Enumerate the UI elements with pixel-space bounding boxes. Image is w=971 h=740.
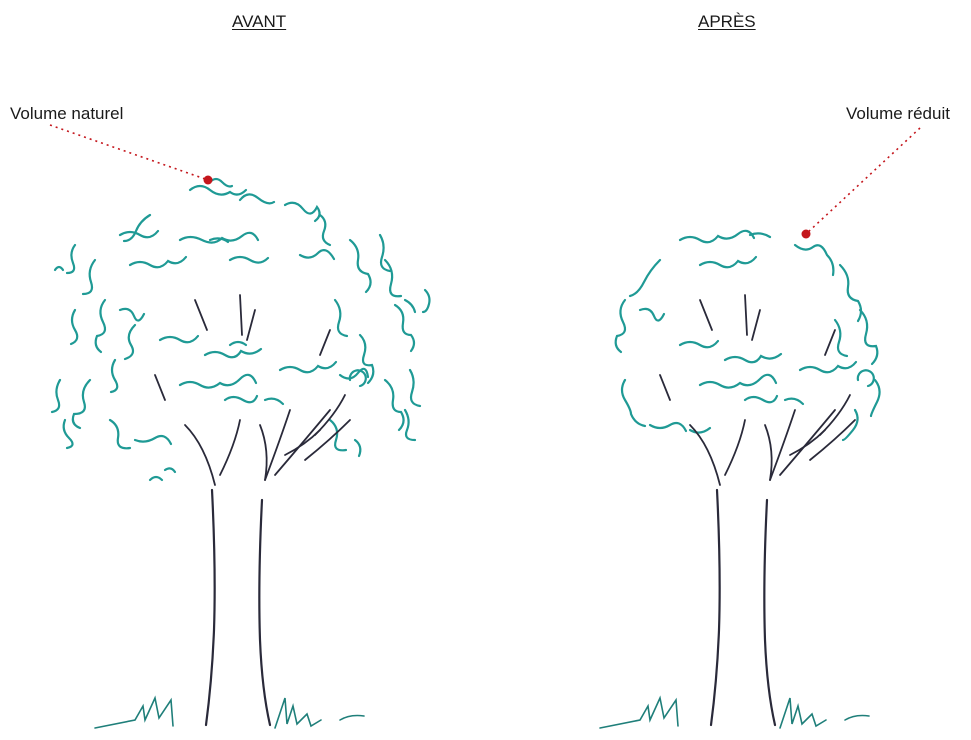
grass-before (95, 698, 364, 728)
leader-natural (50, 125, 213, 185)
leader-reduced (802, 128, 921, 239)
tree-before (50, 125, 430, 728)
leader-dot-natural (204, 176, 213, 185)
trunk-before (206, 490, 270, 725)
tree-after (600, 128, 920, 728)
foliage-natural (52, 179, 430, 480)
grass-after (600, 698, 869, 728)
branches-before (155, 295, 350, 485)
branches-after (660, 295, 855, 485)
leader-dot-reduced (802, 230, 811, 239)
trunk-after (711, 490, 775, 725)
